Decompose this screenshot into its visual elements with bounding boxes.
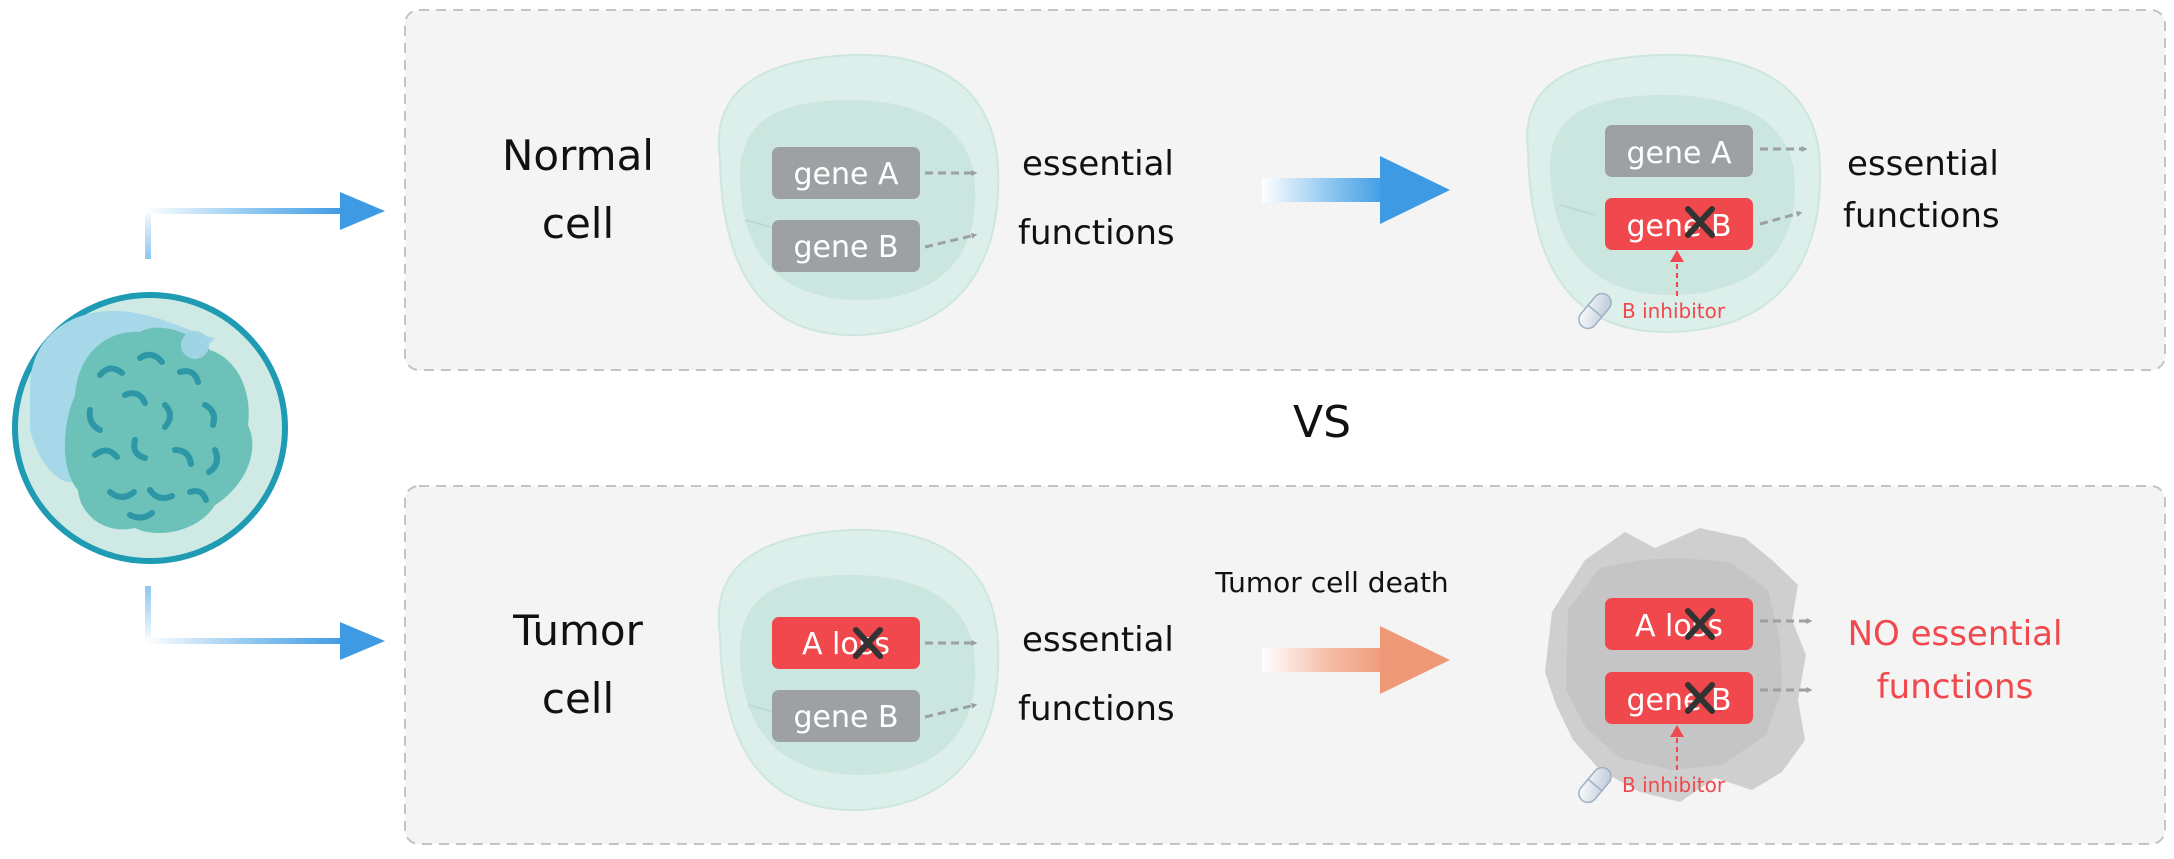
- gene-a-label: gene A: [793, 157, 899, 192]
- gene-b-label: gene B: [1626, 683, 1731, 718]
- gene-b-box: [772, 690, 920, 742]
- gene-a-label: gene A: [1626, 136, 1732, 171]
- normal-transition-arrow: [1262, 156, 1450, 224]
- normal-after-outcome-line1: essential: [1847, 144, 1999, 184]
- tumor-transition-arrow: [1262, 626, 1450, 694]
- gene-b-label: gene B: [793, 230, 898, 265]
- cross-icon: [1685, 206, 1715, 238]
- tumor-after-outcome-line1: NO essential: [1848, 614, 2063, 654]
- arrow-head-normal: [340, 192, 385, 230]
- inhibition-arrowhead: [1670, 250, 1684, 262]
- normal-after-outcome-line2: functions: [1843, 196, 2000, 236]
- pill-icon: [1578, 766, 1612, 804]
- inhibitor-label: B inhibitor: [1622, 299, 1726, 323]
- inhibitor-label: B inhibitor: [1622, 773, 1726, 797]
- gene-b-label: gene B: [1626, 209, 1731, 244]
- dashed-arrow: [924, 702, 978, 719]
- tumor-before-outcome-line1: essential: [1022, 620, 1174, 660]
- dashed-arrow: [924, 232, 978, 249]
- connector-to-normal: [145, 192, 385, 259]
- inhibition-arrowhead: [1670, 725, 1684, 737]
- gene-b-label: gene B: [793, 700, 898, 735]
- dashed-arrow: [1759, 211, 1803, 226]
- transition-label: Tumor cell death: [1214, 566, 1448, 599]
- normal-title-line2: cell: [542, 199, 614, 248]
- tumor-after-cell: A loss gene B B inhibitor: [1545, 528, 1813, 804]
- gene-b-box-inhibited: [1605, 198, 1753, 250]
- comparison-label: VS: [1293, 397, 1351, 448]
- cross-icon: [1685, 682, 1715, 714]
- gene-b-box-inhibited: [1605, 672, 1753, 724]
- cross-icon: [853, 627, 883, 659]
- tumor-title-line1: Tumor: [512, 606, 644, 655]
- gene-a-box-lost: [1605, 598, 1753, 650]
- tumor-before-outcome-line2: functions: [1018, 689, 1175, 729]
- normal-before-outcome-line2: functions: [1018, 213, 1175, 253]
- tumor-before-cell: A loss gene B: [717, 528, 1000, 812]
- tumor-title-line2: cell: [542, 674, 614, 723]
- normal-title-line1: Normal: [502, 131, 654, 180]
- gene-b-box: [772, 220, 920, 272]
- nucleus: [64, 327, 253, 534]
- gene-a-box: [1605, 125, 1753, 177]
- cross-icon: [1685, 608, 1715, 640]
- tumor-after-outcome-line2: functions: [1877, 667, 2034, 707]
- connector-to-tumor: [145, 586, 385, 660]
- normal-panel: Normal cell gene A gene B essential func…: [404, 9, 2166, 371]
- gene-a-box: [772, 147, 920, 199]
- pill-icon: [1578, 292, 1612, 330]
- normal-before-outcome-line1: essential: [1022, 144, 1174, 184]
- arrow-head-tumor: [340, 622, 385, 660]
- tumor-panel: Tumor cell A loss gene B essential funct…: [404, 485, 2166, 845]
- normal-after-cell: gene A gene B B inhibitor: [1526, 53, 1822, 334]
- source-cell: [12, 292, 288, 564]
- normal-before-cell: gene A gene B: [717, 53, 1000, 337]
